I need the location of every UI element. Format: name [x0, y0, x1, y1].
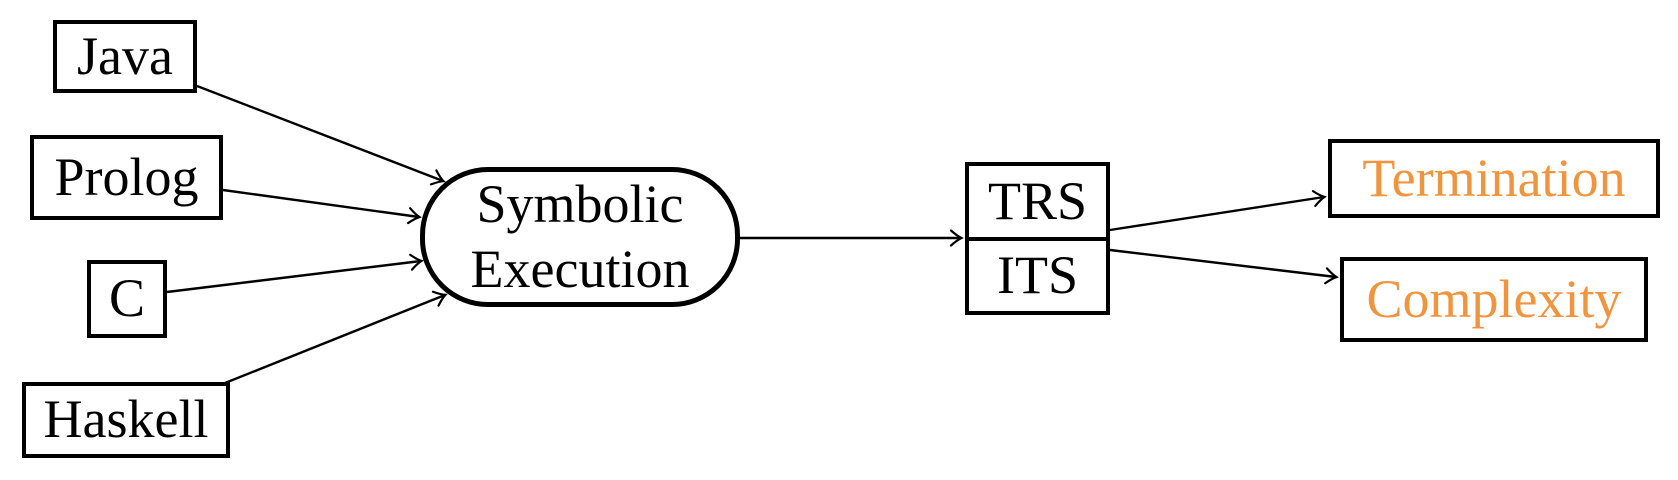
node-trs-its: TRS ITS: [965, 162, 1110, 315]
node-symbolic-execution-label: Symbolic Execution: [470, 174, 690, 299]
edge-c-to-symbolic-execution: [166, 261, 421, 294]
edge-java-to-symbolic-execution: [196, 84, 443, 181]
node-complexity: Complexity: [1340, 257, 1648, 342]
node-termination-label: Termination: [1362, 147, 1626, 208]
node-its-cell: ITS: [969, 241, 1106, 312]
edge-trs-its-to-complexity: [1109, 248, 1336, 277]
node-java-label: Java: [77, 25, 173, 86]
node-complexity-label: Complexity: [1366, 268, 1622, 329]
node-symbolic-execution: Symbolic Execution: [420, 167, 740, 307]
node-c: C: [87, 260, 167, 338]
edge-prolog-to-symbolic-execution: [222, 188, 419, 217]
node-haskell-label: Haskell: [43, 389, 209, 450]
edge-trs-its-to-termination: [1109, 197, 1324, 232]
node-trs-label: TRS: [987, 170, 1088, 231]
node-termination: Termination: [1328, 139, 1660, 218]
node-prolog: Prolog: [30, 135, 223, 220]
node-its-label: ITS: [997, 245, 1078, 306]
edge-haskell-to-symbolic-execution: [224, 295, 445, 385]
node-trs-cell: TRS: [969, 166, 1106, 241]
node-prolog-label: Prolog: [54, 146, 199, 207]
node-java: Java: [53, 20, 197, 93]
node-haskell: Haskell: [22, 382, 230, 458]
node-c-label: C: [108, 268, 146, 329]
